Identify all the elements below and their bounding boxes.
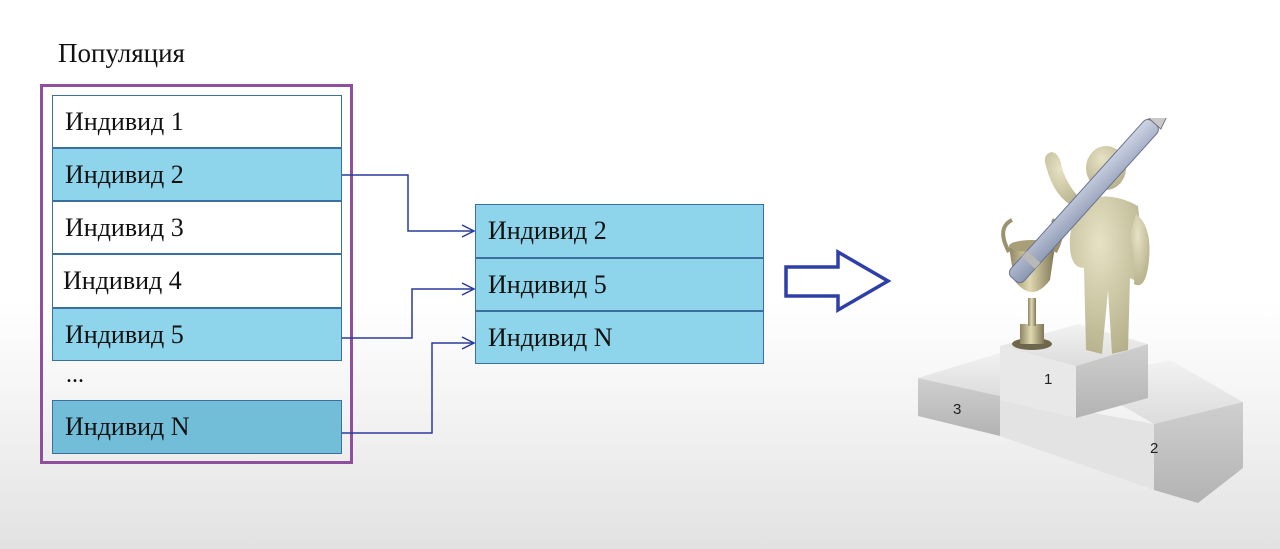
individual-cell: Индивид 1 — [52, 95, 342, 148]
selected-individual-cell: Индивид 5 — [475, 258, 764, 311]
podium-place-1: 1 — [1044, 371, 1052, 388]
ellipsis: ... — [66, 362, 84, 388]
podium-place-3: 3 — [953, 401, 961, 418]
connector-2 — [342, 174, 474, 232]
podium-place-2: 2 — [1150, 440, 1158, 457]
winner-podium-illustration: 3 2 1 — [908, 99, 1258, 518]
arrowhead-2 — [461, 224, 476, 238]
individual-cell-selected: Индивид 2 — [52, 148, 342, 201]
connector-n — [342, 342, 474, 434]
population-title: Популяция — [58, 38, 185, 68]
individual-cell-selected: Индивид 5 — [52, 308, 342, 361]
arrowhead-5 — [461, 282, 476, 296]
population-frame — [40, 84, 353, 464]
selected-individual-cell: Индивид N — [475, 311, 764, 364]
arrowhead-n — [461, 336, 476, 350]
connector-5 — [342, 288, 474, 339]
individual-cell: Индивид 3 — [52, 201, 342, 254]
selected-individual-cell: Индивид 2 — [475, 204, 764, 258]
individual-cell-selected: Индивид N — [52, 400, 342, 454]
individual-cell: Индивид 4 — [52, 254, 342, 308]
right-arrow-icon — [784, 248, 892, 314]
